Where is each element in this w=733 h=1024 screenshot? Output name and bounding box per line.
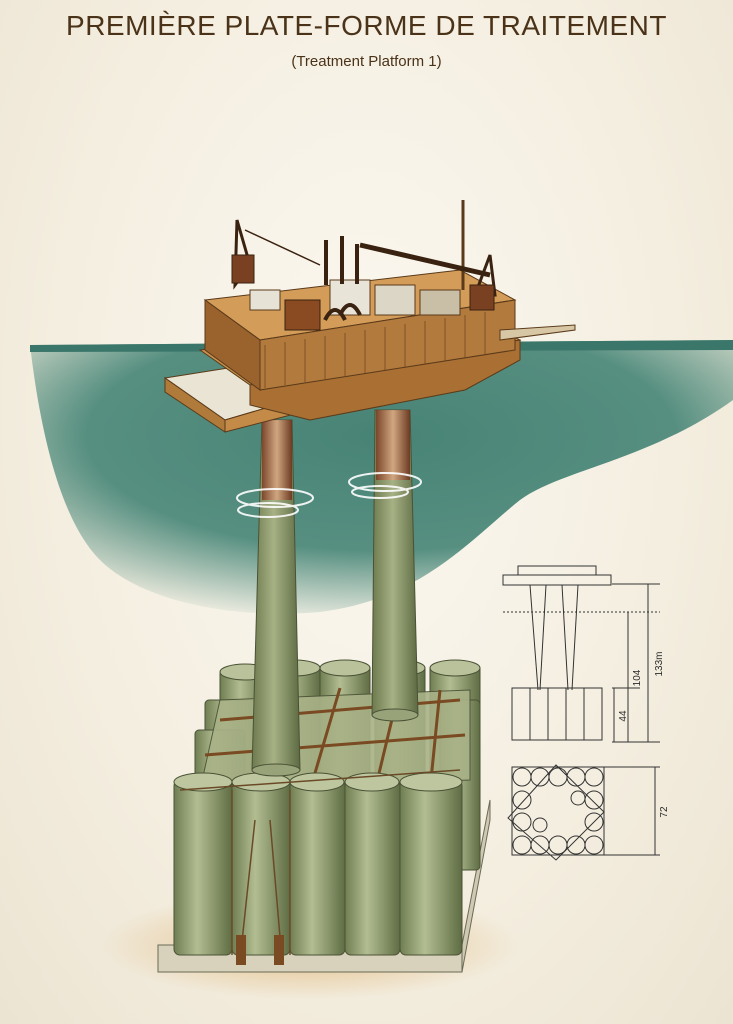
elevation-schematic [502,565,660,743]
dim-label-133: 133m [654,651,665,676]
storage-cells-front [173,769,463,965]
page-subtitle: (Treatment Platform 1) [291,53,442,70]
page-title: PREMIÈRE PLATE-FORME DE TRAITEMENT [66,10,667,41]
dim-label-104: 104 [632,669,643,686]
plan-schematic [507,764,660,861]
water-ripples [236,472,422,518]
dim-label-72: 72 [659,806,670,818]
platform-deck [163,200,576,433]
dim-label-44: 44 [618,710,629,722]
